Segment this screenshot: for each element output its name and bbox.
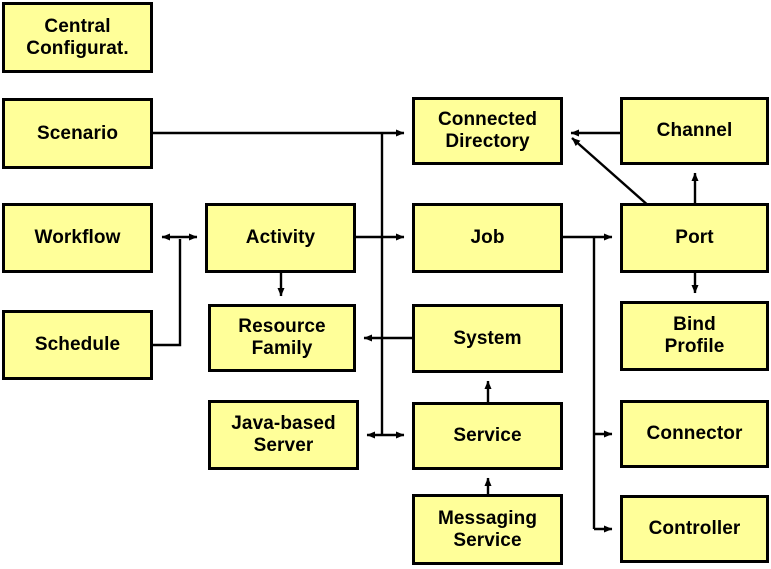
node-job[interactable]: Job — [412, 203, 563, 273]
node-messaging-service[interactable]: Messaging Service — [412, 494, 563, 565]
edge-schedule-to-workflow-activity-link — [153, 239, 182, 347]
node-bind-profile[interactable]: Bind Profile — [620, 301, 769, 371]
node-activity[interactable]: Activity — [205, 203, 356, 273]
node-workflow[interactable]: Workflow — [2, 203, 153, 273]
node-connected-directory[interactable]: Connected Directory — [412, 97, 563, 165]
node-channel[interactable]: Channel — [620, 97, 769, 165]
node-controller[interactable]: Controller — [620, 495, 769, 563]
node-connector[interactable]: Connector — [620, 400, 769, 468]
node-scenario[interactable]: Scenario — [2, 98, 153, 169]
node-java-based-server[interactable]: Java-based Server — [208, 400, 359, 470]
node-central-configurat[interactable]: Central Configurat. — [2, 2, 153, 73]
node-resource-family[interactable]: Resource Family — [208, 304, 356, 372]
node-system[interactable]: System — [412, 304, 563, 373]
node-service[interactable]: Service — [412, 402, 563, 470]
node-port[interactable]: Port — [620, 203, 769, 273]
node-schedule[interactable]: Schedule — [2, 310, 153, 380]
